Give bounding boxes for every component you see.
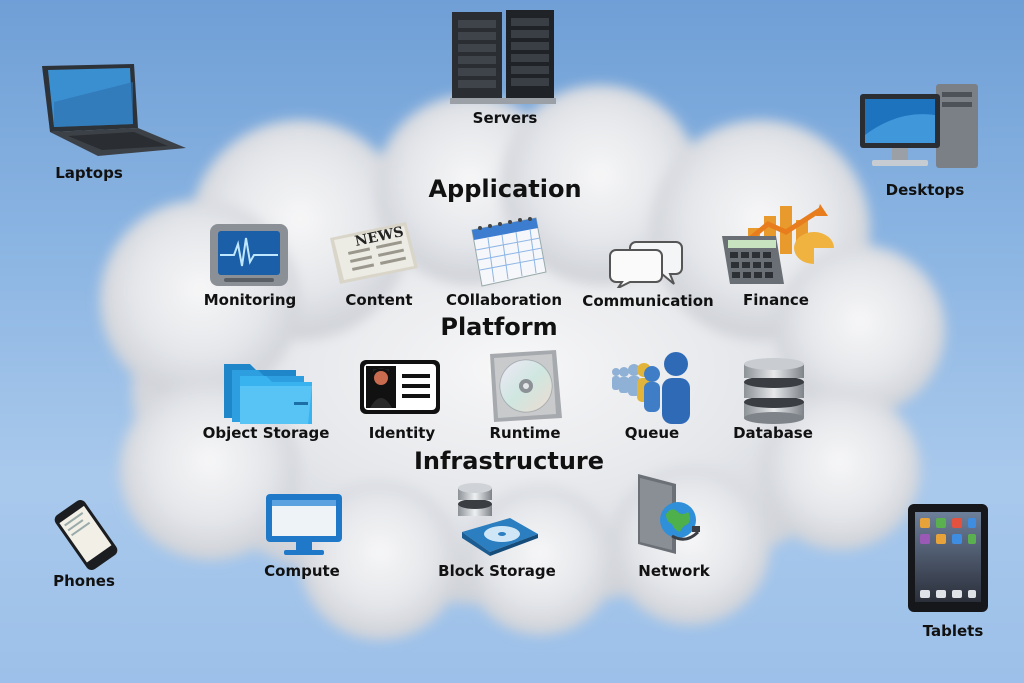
database-cylinder-icon — [740, 358, 808, 424]
content-label: Content — [345, 291, 413, 309]
infrastructure-heading: Infrastructure — [413, 447, 605, 475]
phones-label: Phones — [53, 572, 115, 590]
runtime-label: Runtime — [489, 424, 561, 442]
laptops-label: Laptops — [55, 164, 123, 182]
smartphone-icon — [48, 500, 124, 570]
server-rack-icon — [450, 8, 556, 106]
tablets-label: Tablets — [922, 622, 984, 640]
desktops-label: Desktops — [885, 181, 965, 199]
servers-label: Servers — [472, 109, 538, 127]
people-queue-icon — [606, 348, 698, 428]
application-heading: Application — [428, 175, 582, 203]
calendar-icon — [466, 214, 550, 290]
newspaper-icon: NEWS — [326, 216, 422, 288]
monitoring-label: Monitoring — [203, 291, 297, 309]
cd-disc-icon — [486, 348, 564, 424]
collaboration-label: COllaboration — [445, 291, 563, 309]
finance-label: Finance — [743, 291, 809, 309]
monitor-icon — [264, 492, 344, 556]
block-storage-label: Block Storage — [438, 562, 556, 580]
disk-storage-icon — [452, 482, 542, 558]
calculator-chart-icon — [720, 202, 838, 286]
object-storage-label: Object Storage — [202, 424, 330, 442]
queue-label: Queue — [624, 424, 680, 442]
compute-label: Compute — [264, 562, 340, 580]
tablet-icon — [906, 502, 990, 614]
communication-label: Communication — [582, 292, 714, 310]
folders-icon — [220, 350, 318, 426]
database-label: Database — [733, 424, 813, 442]
network-globe-icon — [632, 470, 704, 556]
laptop-icon — [38, 62, 188, 158]
identity-label: Identity — [368, 424, 436, 442]
platform-heading: Platform — [440, 313, 558, 341]
heart-monitor-icon — [208, 222, 290, 288]
desktop-computer-icon — [858, 80, 982, 172]
id-card-icon — [358, 358, 442, 416]
speech-bubbles-icon — [608, 238, 686, 288]
network-label: Network — [638, 562, 710, 580]
